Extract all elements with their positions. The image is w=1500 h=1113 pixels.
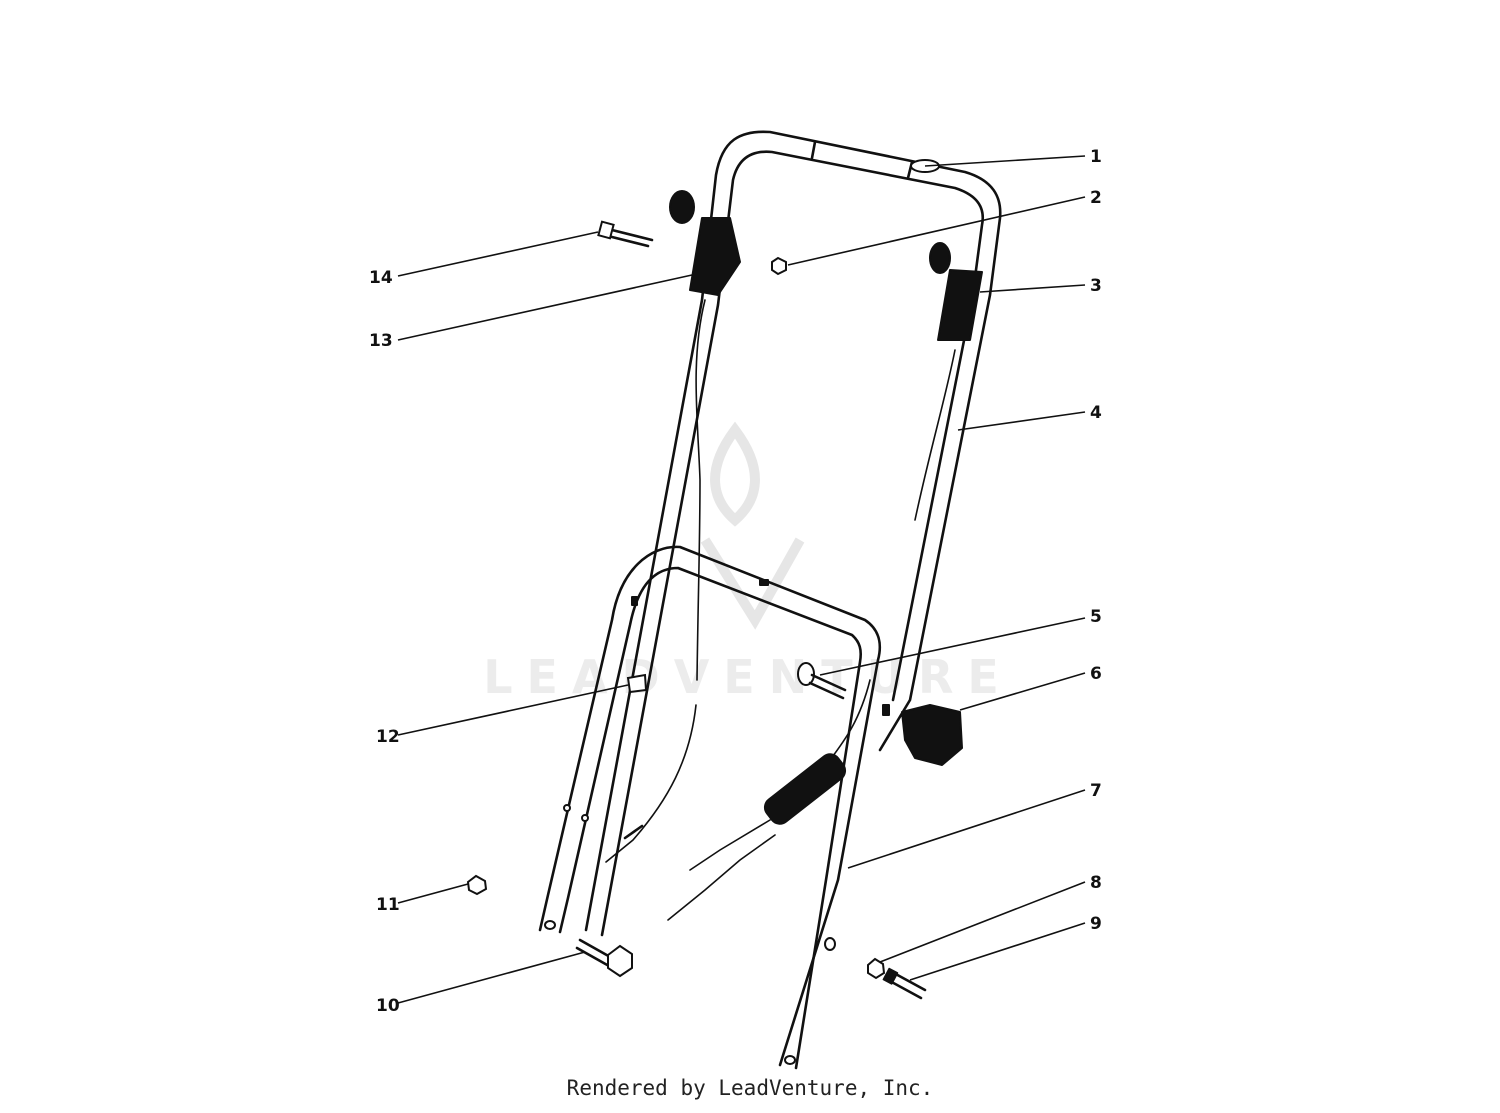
- part-label-1: 1: [1090, 147, 1102, 167]
- part-labels: 1 2 3 4 5 6 7 8 9 10 11 12 13 14: [369, 147, 1102, 1016]
- lower-bolt-right: [882, 967, 927, 1000]
- part-label-8: 8: [1090, 873, 1102, 893]
- watermark-flame-icon: [710, 421, 760, 527]
- part-label-5: 5: [1090, 607, 1102, 627]
- part-label-11: 11: [376, 895, 400, 915]
- lever-nut: [771, 256, 787, 276]
- part-label-13: 13: [369, 331, 393, 351]
- part-label-10: 10: [376, 996, 400, 1016]
- part-label-7: 7: [1090, 781, 1102, 801]
- lower-handle-end-hole: [784, 1055, 796, 1065]
- left-lever-knob: [669, 190, 695, 224]
- part-label-3: 3: [1090, 276, 1102, 296]
- right-lever-knob: [929, 242, 951, 274]
- lower-nut-left: [466, 874, 488, 896]
- left-control-lever: [669, 190, 741, 296]
- lower-bolt-left: [575, 938, 633, 978]
- lower-handle-bolt-hole: [544, 920, 556, 930]
- part-label-9: 9: [1090, 914, 1102, 934]
- watermark-text: LEADVENTURE: [483, 650, 1013, 704]
- handle-knob: [882, 704, 963, 766]
- footer-credit: Rendered by LeadVenture, Inc.: [566, 1076, 934, 1100]
- part-label-12: 12: [376, 727, 400, 747]
- cable-guide-clip: [626, 673, 648, 694]
- part-label-2: 2: [1090, 188, 1102, 208]
- upper-handle: [584, 130, 1002, 937]
- part-label-4: 4: [1090, 403, 1102, 423]
- right-control-lever: [929, 242, 983, 341]
- watermark: LEADVENTURE: [483, 421, 1013, 704]
- control-cables: [605, 299, 956, 921]
- leader-lines: [397, 155, 1086, 1004]
- part-label-14: 14: [369, 268, 393, 288]
- lever-bolt: [597, 220, 654, 248]
- cable-sleeve: [763, 753, 847, 825]
- carriage-bolt: [797, 662, 847, 700]
- lower-nut-right: [867, 957, 886, 980]
- lower-handle: [538, 545, 882, 1070]
- part-label-6: 6: [1090, 664, 1102, 684]
- watermark-v-icon: [700, 537, 805, 630]
